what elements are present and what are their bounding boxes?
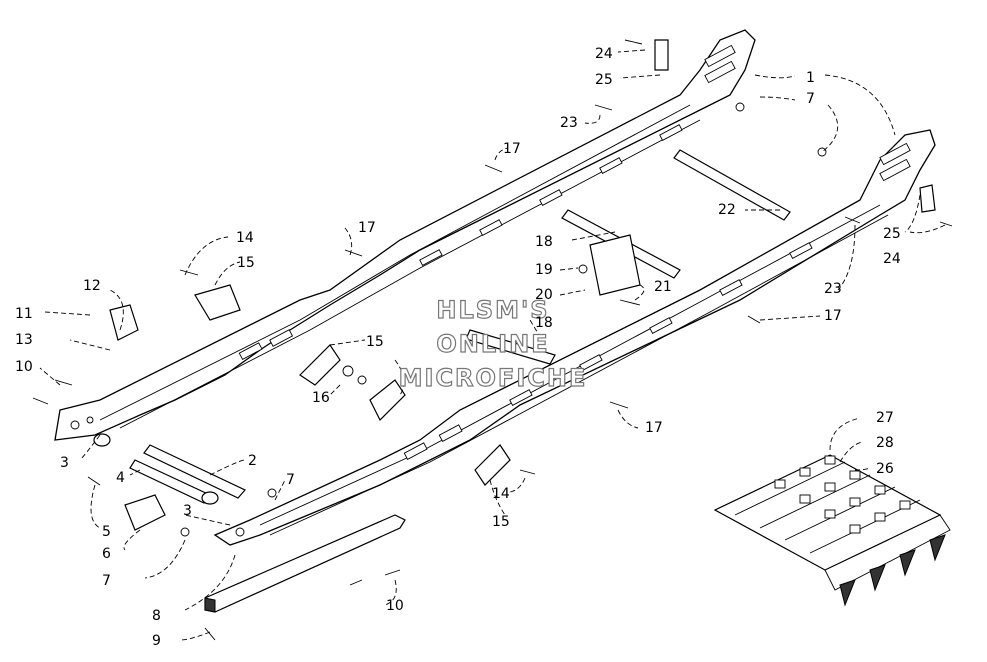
callout-24: 24 [883,251,901,267]
callout-23: 23 [560,115,578,131]
callout-24: 24 [595,46,613,62]
track-section [713,454,951,607]
small-parts [32,39,953,641]
callout-14: 14 [236,230,254,246]
slide-rail [204,514,406,613]
callout-3: 3 [60,455,69,471]
callout-10: 10 [15,359,33,375]
callout-12: 12 [83,278,101,294]
callout-6: 6 [102,546,111,562]
callout-18: 18 [535,315,553,331]
callout-8: 8 [152,608,161,624]
callout-20: 20 [535,287,553,303]
callout-7: 7 [806,91,815,107]
callout-17: 17 [358,220,376,236]
callout-14: 14 [492,486,510,502]
callout-28: 28 [876,435,894,451]
callout-22: 22 [718,202,736,218]
callout-2: 2 [248,453,257,469]
callout-15: 15 [492,514,510,530]
watermark: HLSM'S ONLINE MICROFICHE [398,295,588,392]
leader-lines [39,49,946,641]
callout-labels: 1 2 3 3 4 5 6 7 7 7 8 9 10 10 11 12 13 1… [15,46,901,649]
callout-18: 18 [535,234,553,250]
watermark-line-2: ONLINE [436,330,549,358]
callout-7: 7 [286,472,295,488]
callout-10: 10 [386,598,404,614]
callout-25: 25 [883,226,901,242]
callout-5: 5 [102,524,111,540]
callout-26: 26 [876,461,894,477]
callout-9: 9 [152,633,161,649]
callout-25: 25 [595,72,613,88]
callout-3: 3 [183,503,192,519]
callout-19: 19 [535,262,553,278]
callout-17: 17 [503,141,521,157]
rear-rail [54,29,756,441]
callout-13: 13 [15,332,33,348]
front-rail [213,129,936,546]
callout-7: 7 [102,573,111,589]
callout-15: 15 [366,334,384,350]
watermark-line-1: HLSM'S [436,296,549,324]
callout-1: 1 [806,70,815,86]
callout-16: 16 [312,390,330,406]
callout-27: 27 [876,410,894,426]
cross-shafts [93,149,791,505]
callout-17: 17 [645,420,663,436]
watermark-line-3: MICROFICHE [399,364,588,392]
callout-17: 17 [824,308,842,324]
callout-15: 15 [237,255,255,271]
callout-23: 23 [824,281,842,297]
callout-4: 4 [116,470,125,486]
callout-11: 11 [15,306,33,322]
callout-21: 21 [654,279,672,295]
